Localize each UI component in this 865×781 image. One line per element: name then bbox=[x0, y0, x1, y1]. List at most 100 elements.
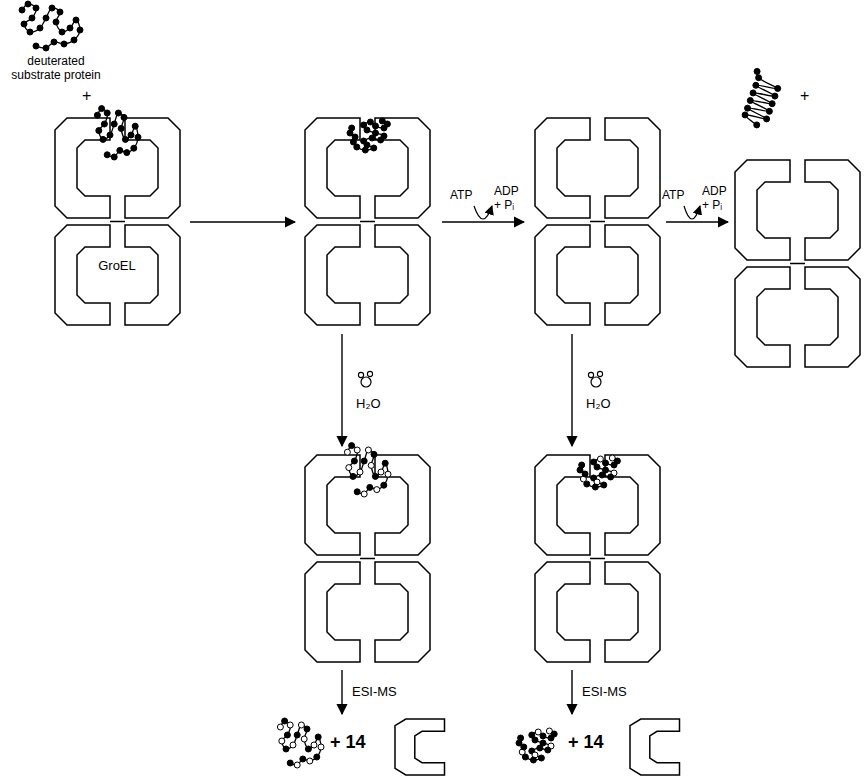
amide-site bbox=[135, 134, 141, 140]
groel-subunit bbox=[305, 455, 360, 555]
amide-site bbox=[25, 1, 31, 7]
amide-site bbox=[357, 469, 363, 475]
substrate-protein bbox=[742, 68, 781, 128]
amide-site bbox=[43, 15, 49, 21]
amide-site bbox=[374, 487, 380, 493]
amide-site bbox=[365, 447, 371, 453]
amide-site bbox=[349, 443, 355, 449]
adp-pi-label: ADP + Pᵢ bbox=[702, 184, 732, 213]
amide-site bbox=[775, 85, 781, 91]
groel-subunit bbox=[125, 225, 180, 325]
amide-site bbox=[381, 125, 387, 131]
amide-site bbox=[766, 108, 772, 114]
water-molecule bbox=[588, 371, 602, 387]
amide-site bbox=[294, 762, 300, 768]
amide-site bbox=[132, 123, 138, 129]
groel-subunit bbox=[735, 160, 790, 260]
amide-site bbox=[518, 735, 524, 741]
amide-site bbox=[747, 98, 753, 104]
atp-hydrolysis-arrow bbox=[474, 206, 492, 219]
amide-site bbox=[122, 136, 128, 142]
amide-site bbox=[344, 449, 350, 455]
amide-site bbox=[351, 458, 357, 464]
amide-site bbox=[314, 754, 320, 760]
amide-site bbox=[100, 136, 106, 142]
amide-site bbox=[750, 90, 756, 96]
amide-site bbox=[77, 27, 83, 33]
amide-site bbox=[367, 484, 373, 490]
amide-site bbox=[59, 29, 65, 35]
groel-subunit bbox=[55, 118, 110, 218]
amide-site bbox=[537, 745, 543, 751]
groel-subunit bbox=[805, 160, 860, 260]
groel-subunit bbox=[535, 562, 590, 662]
groel-subunit bbox=[535, 225, 590, 325]
groel-subunit bbox=[125, 118, 180, 218]
equator-link bbox=[110, 221, 125, 223]
amide-site bbox=[279, 738, 285, 744]
amide-site bbox=[284, 732, 290, 738]
amide-site bbox=[535, 729, 541, 735]
groel-subunit bbox=[605, 455, 660, 555]
amide-site bbox=[301, 736, 307, 742]
substrate-label: deuterated substrate protein bbox=[4, 54, 108, 83]
substrate-protein bbox=[277, 718, 324, 768]
protein-chain bbox=[745, 71, 778, 125]
amide-site bbox=[754, 122, 760, 128]
amide-site bbox=[53, 19, 59, 25]
amide-site bbox=[548, 735, 554, 741]
amide-site bbox=[371, 451, 377, 457]
amide-site bbox=[33, 43, 39, 49]
amide-site bbox=[364, 127, 370, 133]
protein-chain bbox=[350, 121, 387, 150]
amide-site bbox=[282, 718, 288, 724]
amide-site bbox=[582, 471, 588, 477]
substrate-protein bbox=[94, 106, 141, 160]
amide-site bbox=[318, 744, 324, 750]
amide-site bbox=[121, 114, 127, 120]
water-label: H₂O bbox=[356, 396, 381, 412]
groel-complex bbox=[305, 118, 430, 325]
amide-site bbox=[742, 112, 748, 118]
process-arrow bbox=[666, 221, 728, 222]
amide-site bbox=[300, 756, 306, 762]
amide-site bbox=[608, 474, 614, 480]
amide-site bbox=[37, 25, 43, 31]
amide-site bbox=[287, 722, 293, 728]
amide-site bbox=[597, 456, 603, 462]
amide-site bbox=[99, 106, 105, 112]
amide-site bbox=[124, 150, 130, 156]
amide-site bbox=[71, 37, 77, 43]
amide-site bbox=[94, 112, 100, 118]
amide-site bbox=[769, 101, 775, 107]
amide-site bbox=[111, 154, 117, 160]
equator-link bbox=[360, 558, 375, 560]
amide-site bbox=[545, 747, 551, 753]
method-label: ESI-MS bbox=[352, 684, 397, 700]
substrate-protein bbox=[577, 455, 620, 490]
groel-subunit-product bbox=[395, 719, 680, 775]
amide-site bbox=[349, 125, 355, 131]
amide-site bbox=[311, 742, 317, 748]
amide-site bbox=[594, 464, 600, 470]
groel-subunit bbox=[630, 719, 680, 775]
amide-site bbox=[131, 145, 137, 151]
amide-site bbox=[61, 41, 67, 47]
substrate-protein bbox=[344, 443, 391, 497]
amide-site bbox=[304, 726, 310, 732]
amide-site bbox=[754, 68, 760, 74]
amide-site bbox=[117, 147, 123, 153]
groel-subunit bbox=[375, 455, 430, 555]
groel-subunit bbox=[305, 225, 360, 325]
method-label: ESI-MS bbox=[582, 684, 627, 700]
amide-site bbox=[111, 121, 117, 127]
groel-subunit bbox=[395, 719, 445, 775]
amide-site bbox=[745, 105, 751, 111]
subunit-count: + 14 bbox=[330, 732, 366, 754]
amide-site bbox=[354, 489, 360, 495]
equator-link bbox=[590, 558, 605, 560]
amide-site bbox=[315, 734, 321, 740]
amide-site bbox=[118, 125, 124, 131]
groel-subunit bbox=[375, 562, 430, 662]
amide-site bbox=[603, 460, 609, 466]
